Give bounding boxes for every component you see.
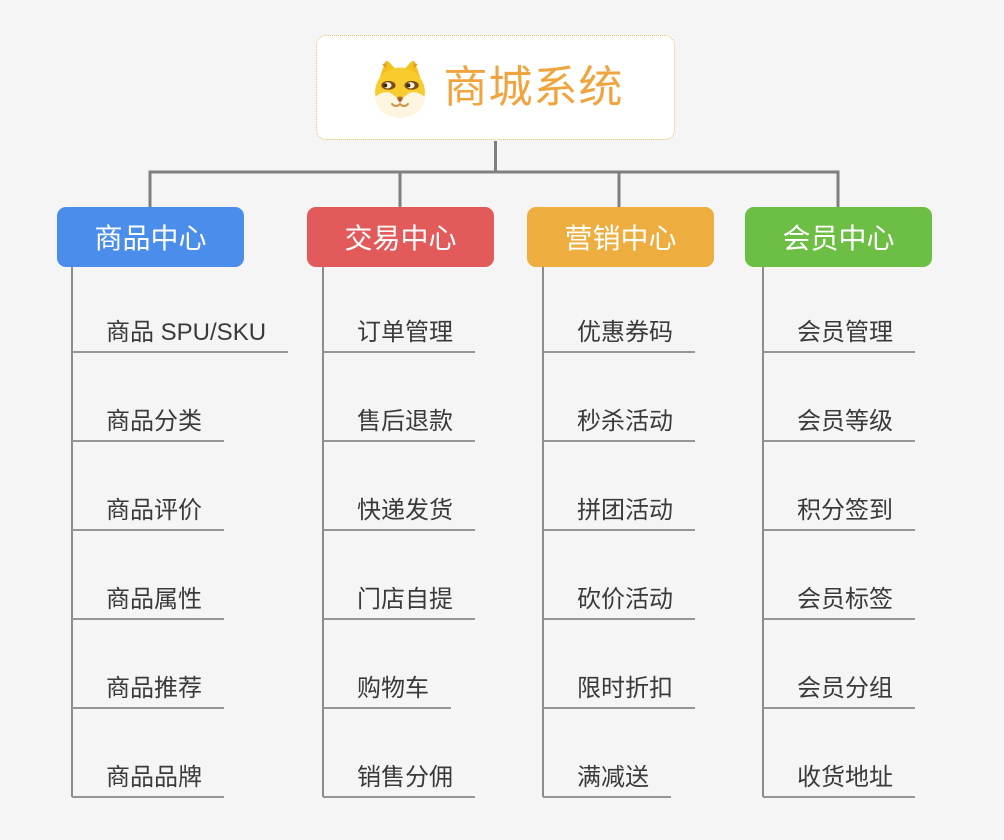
leaf-column-product-center: 商品 SPU/SKU 商品分类 商品评价 商品属性 商品推荐 商品品牌 — [72, 313, 289, 798]
leaf-node[interactable]: 限时折扣 — [543, 669, 695, 709]
branch-label: 商品中心 — [94, 223, 207, 254]
leaf-node[interactable]: 会员管理 — [763, 313, 915, 353]
leaf-node[interactable]: 商品属性 — [72, 580, 224, 620]
leaf-node[interactable]: 销售分佣 — [323, 758, 475, 798]
leaf-node[interactable]: 商品评价 — [72, 491, 224, 531]
leaf-node[interactable]: 商品推荐 — [72, 669, 224, 709]
leaf-node[interactable]: 会员分组 — [763, 669, 915, 709]
leaf-node[interactable]: 商品品牌 — [72, 758, 224, 798]
leaf-node[interactable]: 商品 SPU/SKU — [72, 313, 289, 353]
root-branch-connector — [148, 141, 840, 207]
branch-node-member-center[interactable]: 会员中心 — [745, 207, 932, 267]
leaf-node[interactable]: 快递发货 — [323, 491, 475, 531]
branch-node-trade-center[interactable]: 交易中心 — [307, 207, 494, 267]
root-title: 商城系统 — [443, 62, 624, 112]
leaf-column-marketing-center: 优惠券码 秒杀活动 拼团活动 砍价活动 限时折扣 满减送 — [543, 313, 695, 798]
leaf-node[interactable]: 购物车 — [323, 669, 451, 709]
branch-node-product-center[interactable]: 商品中心 — [57, 207, 244, 267]
leaf-column-trade-center: 订单管理 售后退款 快递发货 门店自提 购物车 销售分佣 — [323, 313, 475, 798]
branch-label: 营销中心 — [564, 223, 677, 254]
leaf-node[interactable]: 商品分类 — [72, 402, 224, 442]
leaf-node[interactable]: 拼团活动 — [543, 491, 695, 531]
leaf-node[interactable]: 会员等级 — [763, 402, 915, 442]
branch-label: 会员中心 — [782, 223, 895, 254]
leaf-node[interactable]: 秒杀活动 — [543, 402, 695, 442]
leaf-column-member-center: 会员管理 会员等级 积分签到 会员标签 会员分组 收货地址 — [763, 313, 915, 798]
branch-label: 交易中心 — [344, 223, 457, 254]
root-node[interactable]: 商城系统 — [316, 35, 675, 140]
leaf-node[interactable]: 售后退款 — [323, 402, 475, 442]
leaf-node[interactable]: 优惠券码 — [543, 313, 695, 353]
leaf-node[interactable]: 门店自提 — [323, 580, 475, 620]
leaf-node[interactable]: 订单管理 — [323, 313, 475, 353]
leaf-node[interactable]: 会员标签 — [763, 580, 915, 620]
branch-node-marketing-center[interactable]: 营销中心 — [527, 207, 714, 267]
leaf-node[interactable]: 满减送 — [543, 758, 671, 798]
leaf-node[interactable]: 积分签到 — [763, 491, 915, 531]
leaf-node[interactable]: 收货地址 — [763, 758, 915, 798]
dog-face-icon — [374, 60, 425, 117]
leaf-node[interactable]: 砍价活动 — [543, 580, 695, 620]
